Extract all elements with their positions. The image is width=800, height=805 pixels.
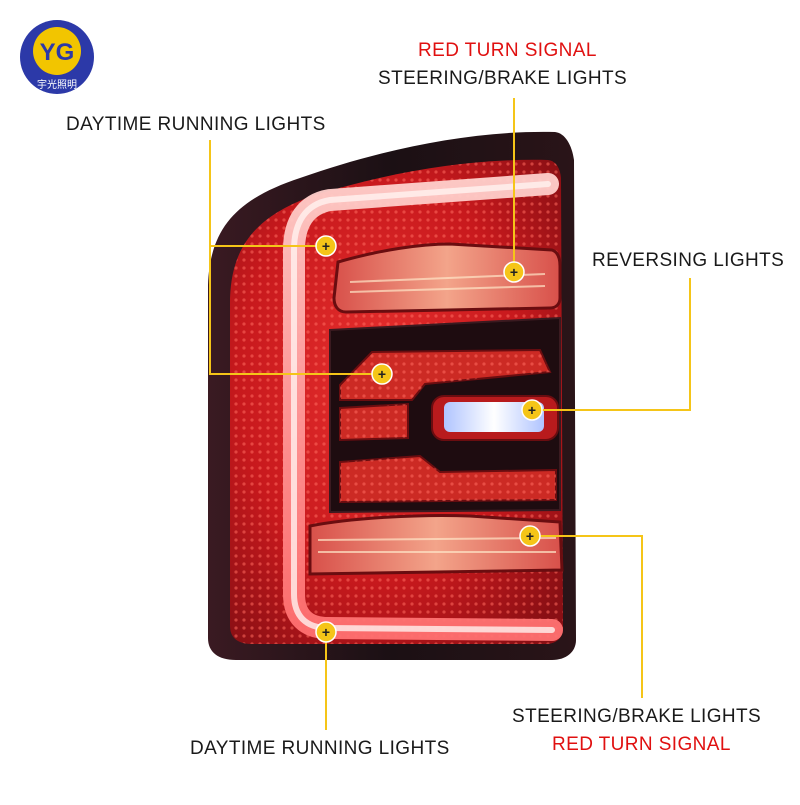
marker-drl-upper: + (315, 235, 337, 257)
callout-top-right-red: RED TURN SIGNAL (418, 40, 597, 61)
svg-text:+: + (322, 238, 330, 254)
lower-brake-segment (308, 513, 564, 576)
leader-reverse (532, 278, 691, 411)
marker-drl-middle: + (371, 363, 393, 385)
callout-top-left: DAYTIME RUNNING LIGHTS (66, 114, 326, 135)
callout-reversing: REVERSING LIGHTS (592, 250, 785, 271)
callout-bottom-center: DAYTIME RUNNING LIGHTS (190, 738, 450, 759)
callout-bottom-right-red: RED TURN SIGNAL (552, 734, 731, 755)
markers: + + + + + + (315, 235, 543, 643)
leader-lines (209, 98, 691, 730)
callout-top-right-black: STEERING/BRAKE LIGHTS (378, 68, 628, 89)
logo-icon: YG 宇光照明 (20, 20, 94, 94)
leader-bottom-right (530, 535, 643, 698)
logo-caption: 宇光照明 (37, 78, 77, 91)
svg-text:+: + (526, 528, 534, 544)
svg-text:+: + (528, 402, 536, 418)
marker-reverse: + (521, 399, 543, 421)
svg-text:+: + (510, 264, 518, 280)
marker-drl-lower: + (315, 621, 337, 643)
brand-logo: YG 宇光照明 (18, 18, 96, 96)
logo-letters: YG (40, 39, 75, 66)
callout-bottom-right-black: STEERING/BRAKE LIGHTS (512, 706, 762, 727)
leader-top-left-lower (209, 246, 382, 375)
marker-turn-lower: + (519, 525, 541, 547)
svg-text:+: + (322, 624, 330, 640)
svg-text:+: + (378, 366, 386, 382)
marker-turn-upper: + (503, 261, 525, 283)
